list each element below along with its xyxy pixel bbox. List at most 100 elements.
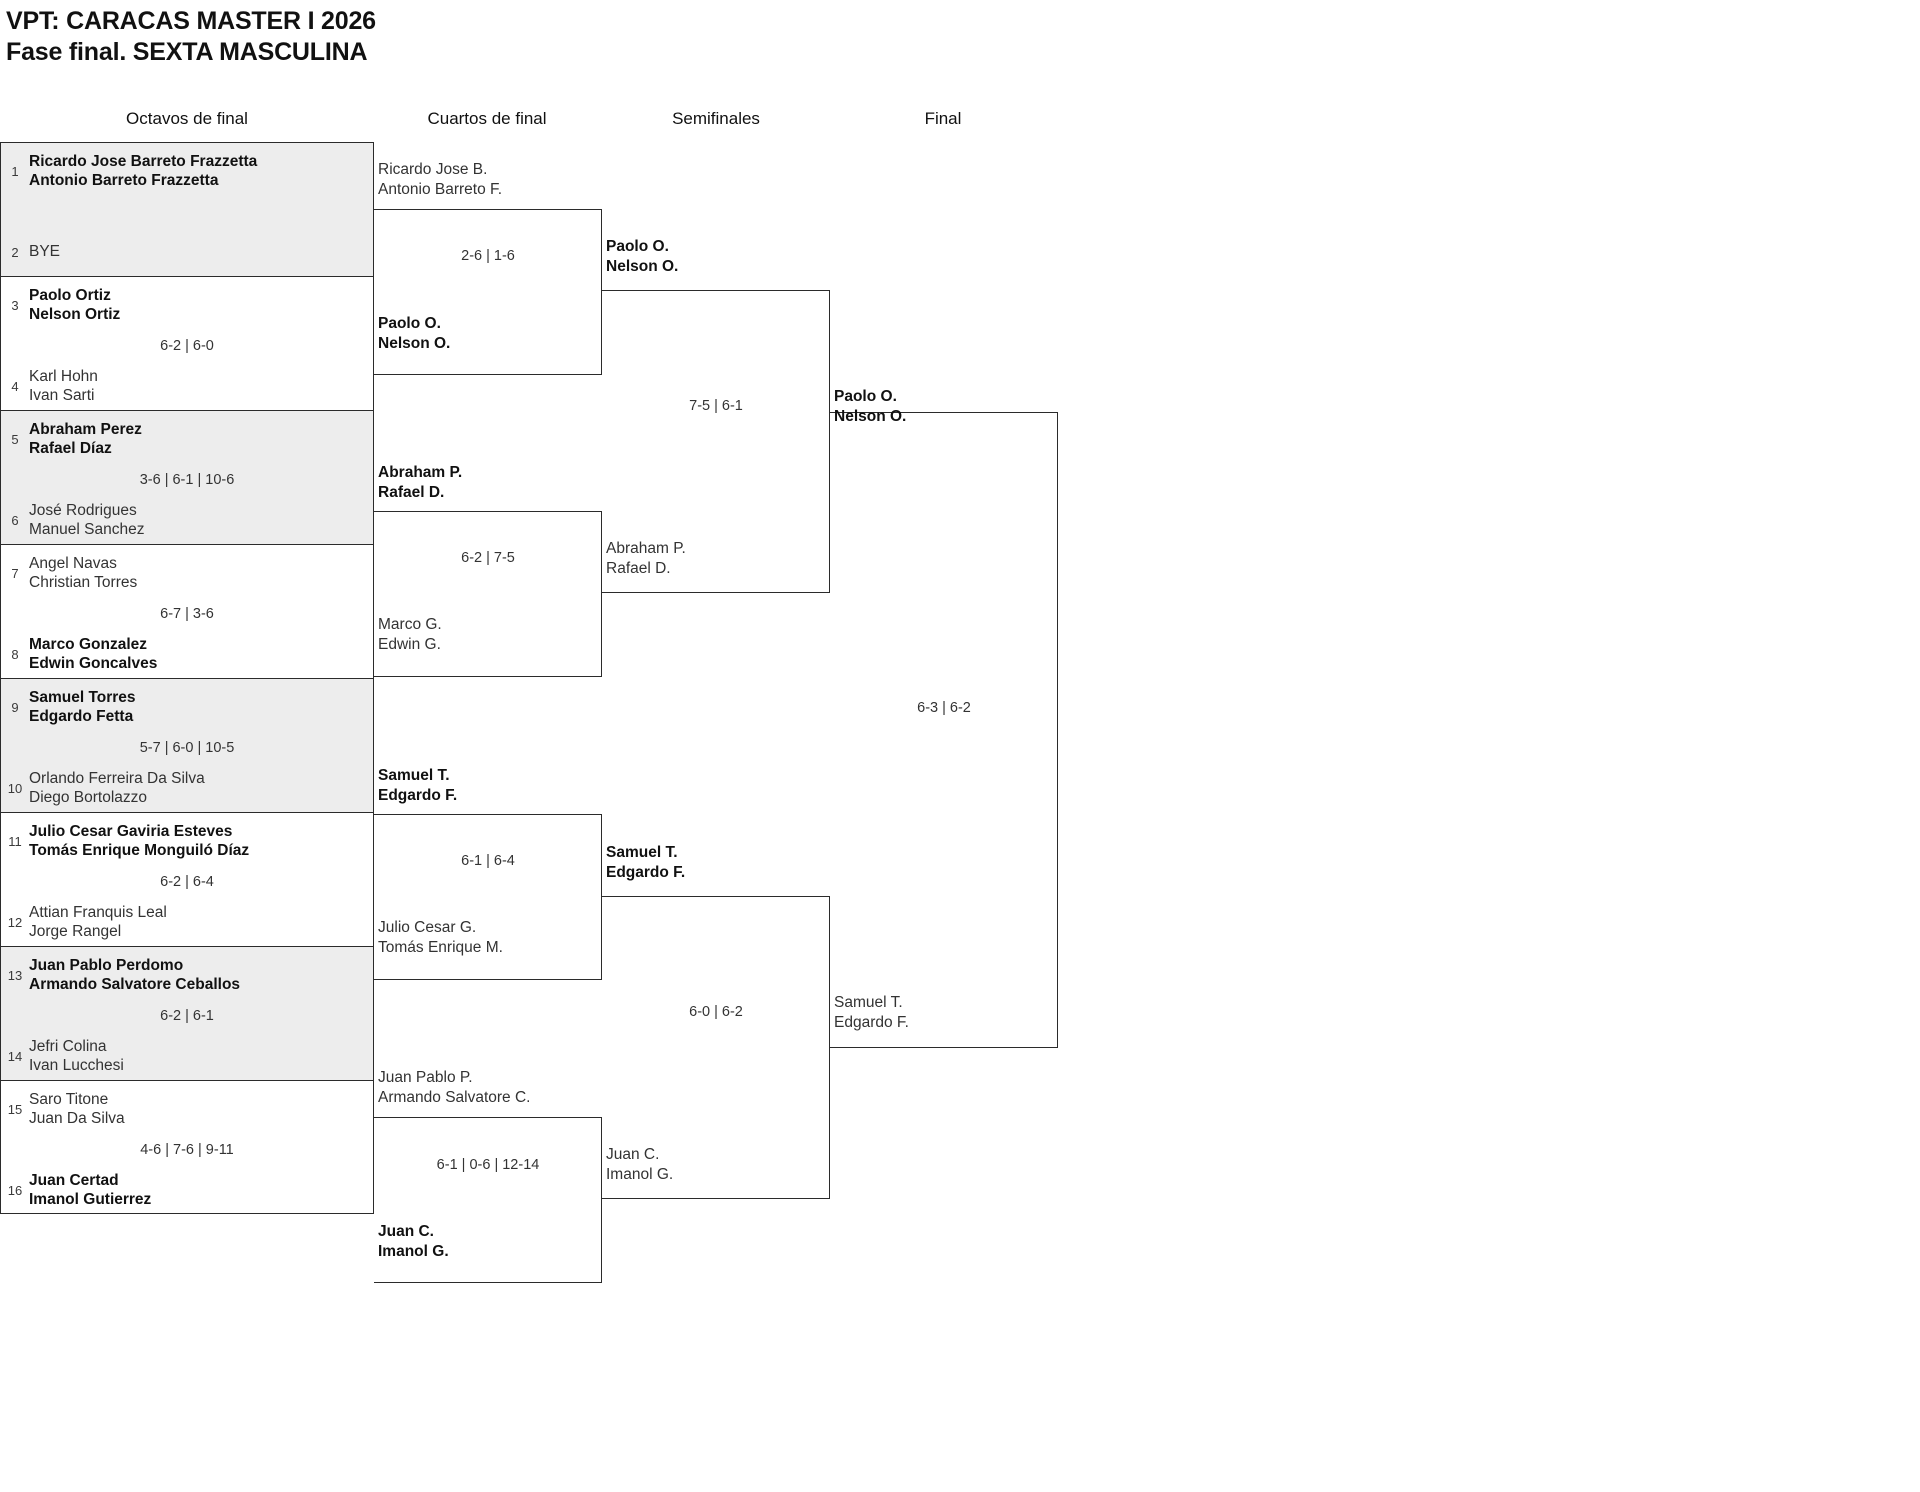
r3-match-2-top: Samuel T. Edgardo F.	[606, 843, 685, 882]
r2-match-1-connector[interactable]	[374, 209, 602, 375]
r1-match-6-score: 6-2 | 6-4	[160, 874, 214, 890]
player-1: Jefri Colina	[29, 1037, 107, 1055]
player-1: Paolo O.	[378, 315, 441, 332]
team-names: Julio Cesar Gaviria Esteves Tomás Enriqu…	[29, 822, 249, 861]
player-2: Diego Bortolazzo	[29, 789, 148, 806]
seed-number: 1	[11, 163, 19, 179]
player-1: Juan Certad	[29, 1171, 119, 1189]
r1-match-2-bottom: 4 Karl Hohn Ivan Sarti	[1, 365, 373, 407]
r3-match-1-connector[interactable]	[602, 290, 830, 593]
r1-match-3-score: 3-6 | 6-1 | 10-6	[139, 472, 235, 488]
player-2: Edgardo Fetta	[29, 708, 134, 725]
player-1: Karl Hohn	[29, 367, 98, 385]
player-1: Marco Gonzalez	[29, 635, 147, 653]
player-1: Julio Cesar G.	[378, 919, 477, 936]
team-names: Ricardo Jose Barreto Frazzetta Antonio B…	[29, 152, 257, 191]
player-1: Juan Pablo P.	[378, 1069, 473, 1086]
r3-match-2-bottom: Juan C. Imanol G.	[606, 1145, 673, 1184]
tournament-title: VPT: CARACAS MASTER I 2026	[6, 7, 376, 35]
r2-match-4-connector[interactable]	[374, 1117, 602, 1283]
r2-match-2-connector[interactable]	[374, 511, 602, 677]
player-1: Abraham P.	[378, 464, 463, 481]
player-1: Orlando Ferreira Da Silva	[29, 769, 205, 787]
r1-match-6-top: 11 Julio Cesar Gaviria Esteves Tomás Enr…	[1, 820, 373, 862]
player-2: Edgardo F.	[834, 1013, 909, 1031]
team-names: Juan Certad Imanol Gutierrez	[29, 1171, 151, 1210]
r3-match-2-connector[interactable]	[602, 896, 830, 1199]
r2-match-3-top: Samuel T. Edgardo F.	[378, 766, 457, 805]
team-names: Jefri Colina Ivan Lucchesi	[29, 1037, 124, 1076]
seed-number: 2	[11, 244, 19, 260]
r1-match-1[interactable]: 1 Ricardo Jose Barreto Frazzetta Antonio…	[0, 142, 374, 276]
r1-match-8-bottom: 16 Juan Certad Imanol Gutierrez	[1, 1169, 373, 1211]
team-names: Abraham Perez Rafael Díaz	[29, 420, 142, 459]
r1-match-8[interactable]: 15 Saro Titone Juan Da Silva 4-6 | 7-6 |…	[0, 1080, 374, 1214]
round-header-octavos: Octavos de final	[126, 109, 248, 128]
player-2: Tomás Enrique Monguiló Díaz	[29, 842, 250, 859]
seed-number: 14	[7, 1048, 23, 1064]
player-2: Armando Salvatore Ceballos	[29, 976, 241, 993]
page-title: VPT: CARACAS MASTER I 2026 Fase final. S…	[6, 6, 376, 68]
seed-number: 3	[11, 297, 19, 313]
tournament-subtitle: Fase final. SEXTA MASCULINA	[6, 38, 368, 66]
seed-number: 4	[11, 378, 19, 394]
round-header-semifinales: Semifinales	[672, 109, 760, 128]
r1-match-5-bottom: 10 Orlando Ferreira Da Silva Diego Borto…	[1, 767, 373, 809]
player-1: Julio Cesar Gaviria Esteves	[29, 822, 233, 840]
r1-match-4-top: 7 Angel Navas Christian Torres	[1, 552, 373, 594]
team-names: Karl Hohn Ivan Sarti	[29, 367, 98, 406]
player-1: José Rodrigues	[29, 501, 137, 519]
player-1: Attian Franquis Leal	[29, 903, 167, 921]
player-2: Christian Torres	[29, 574, 138, 591]
round-header-cuartos: Cuartos de final	[427, 109, 547, 128]
player-1: Angel Navas	[29, 554, 117, 572]
team-names: Angel Navas Christian Torres	[29, 554, 137, 593]
player-2: Nelson O.	[378, 334, 451, 352]
team-names: Samuel Torres Edgardo Fetta	[29, 688, 136, 727]
r2-match-1-score: 2-6 | 1-6	[461, 248, 515, 264]
r1-match-5[interactable]: 9 Samuel Torres Edgardo Fetta 5-7 | 6-0 …	[0, 678, 374, 812]
seed-number: 7	[11, 565, 19, 581]
r1-match-7[interactable]: 13 Juan Pablo Perdomo Armando Salvatore …	[0, 946, 374, 1080]
r2-match-4-score: 6-1 | 0-6 | 12-14	[436, 1157, 540, 1173]
r2-match-2-score: 6-2 | 7-5	[461, 550, 515, 566]
player-2: Rafael D.	[378, 483, 445, 501]
r1-match-3[interactable]: 5 Abraham Perez Rafael Díaz 3-6 | 6-1 | …	[0, 410, 374, 544]
r1-match-2-score: 6-2 | 6-0	[160, 338, 214, 354]
player-2: Edwin G.	[378, 635, 441, 653]
seed-number: 8	[11, 646, 19, 662]
player-2: Nelson O.	[834, 407, 907, 425]
r2-match-3-connector[interactable]	[374, 814, 602, 980]
seed-number: 5	[11, 431, 19, 447]
r2-match-2-bottom: Marco G. Edwin G.	[378, 615, 442, 654]
r1-match-8-score: 4-6 | 7-6 | 9-11	[140, 1142, 234, 1158]
seed-number: 15	[7, 1101, 23, 1117]
r1-match-7-bottom: 14 Jefri Colina Ivan Lucchesi	[1, 1035, 373, 1077]
player-1: Paolo O.	[606, 238, 669, 255]
r1-match-6-bottom: 12 Attian Franquis Leal Jorge Rangel	[1, 901, 373, 943]
team-names: Saro Titone Juan Da Silva	[29, 1090, 125, 1129]
r1-match-6[interactable]: 11 Julio Cesar Gaviria Esteves Tomás Enr…	[0, 812, 374, 946]
r2-match-1-top: Ricardo Jose B. Antonio Barreto F.	[378, 160, 502, 199]
player-2: Nelson Ortiz	[29, 306, 121, 323]
team-names: Marco Gonzalez Edwin Goncalves	[29, 635, 157, 674]
r1-match-8-top: 15 Saro Titone Juan Da Silva	[1, 1088, 373, 1130]
r1-match-7-top: 13 Juan Pablo Perdomo Armando Salvatore …	[1, 954, 373, 996]
r1-match-4[interactable]: 7 Angel Navas Christian Torres 6-7 | 3-6…	[0, 544, 374, 678]
r1-match-1-top: 1 Ricardo Jose Barreto Frazzetta Antonio…	[1, 150, 373, 192]
r2-match-2-top: Abraham P. Rafael D.	[378, 463, 462, 502]
player-1: Paolo O.	[834, 388, 897, 405]
player-2: Rafael Díaz	[29, 440, 112, 457]
player-2: Manuel Sanchez	[29, 521, 145, 538]
player-1: Paolo Ortiz	[29, 286, 111, 304]
r1-match-4-bottom: 8 Marco Gonzalez Edwin Goncalves	[1, 633, 373, 675]
r3-match-1-bottom: Abraham P. Rafael D.	[606, 539, 686, 578]
player-1: Abraham P.	[606, 540, 686, 557]
seed-number: 10	[7, 780, 23, 796]
player-2: Imanol G.	[606, 1165, 674, 1183]
r4-match-1-connector[interactable]	[830, 412, 1058, 1048]
player-1: Samuel T.	[378, 767, 450, 784]
r1-match-2[interactable]: 3 Paolo Ortiz Nelson Ortiz 6-2 | 6-0 4 K…	[0, 276, 374, 410]
player-1: Abraham Perez	[29, 420, 142, 438]
